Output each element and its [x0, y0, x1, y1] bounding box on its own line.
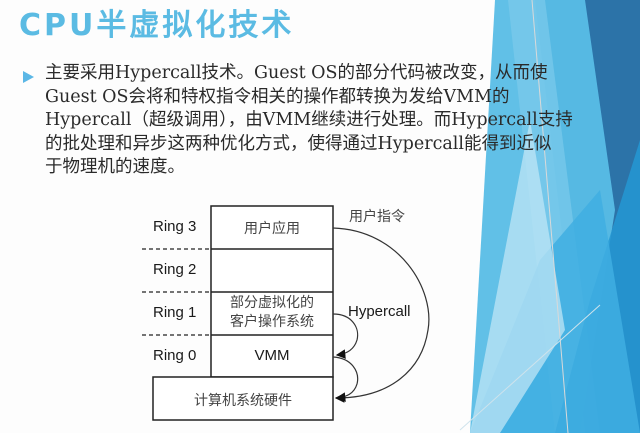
bullet-line-5: 于物理机的速度。	[45, 157, 185, 177]
ring-3-label: Ring 3	[153, 218, 197, 235]
ring-1-label: Ring 1	[153, 304, 197, 321]
ring-1-guest-os: 部分虚拟化的 客户操作系统	[211, 294, 333, 332]
bullet-paragraph: 主要采用Hypercall技术。Guest OS的部分代码被改变，从而使 Gue…	[45, 62, 605, 180]
ring-1-guest-os-line-2: 客户操作系统	[230, 314, 314, 330]
ring-0-label: Ring 0	[153, 347, 197, 364]
triangle-right-icon	[23, 71, 34, 83]
ring-2-label: Ring 2	[153, 261, 197, 278]
bullet-line-1: 主要采用Hypercall技术。Guest OS的部分代码被改变，从而使	[45, 63, 548, 83]
hardware-box: 计算机系统硬件	[194, 393, 292, 409]
user-instruction-label: 用户指令	[349, 209, 405, 225]
bullet-line-3: Hypercall（超级调用），由VMM继续进行处理。而Hypercall支持	[45, 110, 573, 130]
ring-0-vmm: VMM	[254, 347, 290, 364]
bullet-line-4: 的批处理和异步这两种优化方式，使得通过Hypercall能得到近似	[45, 133, 552, 154]
bullet-line-2: Guest OS会将和特权指令相关的操作都转换为发给VMM的	[45, 86, 510, 107]
hypercall-label: Hypercall	[348, 303, 411, 320]
ring-1-guest-os-line-1: 部分虚拟化的	[230, 295, 314, 311]
ring-3-user-app: 用户应用	[244, 221, 300, 237]
slide-title: CPU半虚拟化技术	[19, 8, 295, 43]
